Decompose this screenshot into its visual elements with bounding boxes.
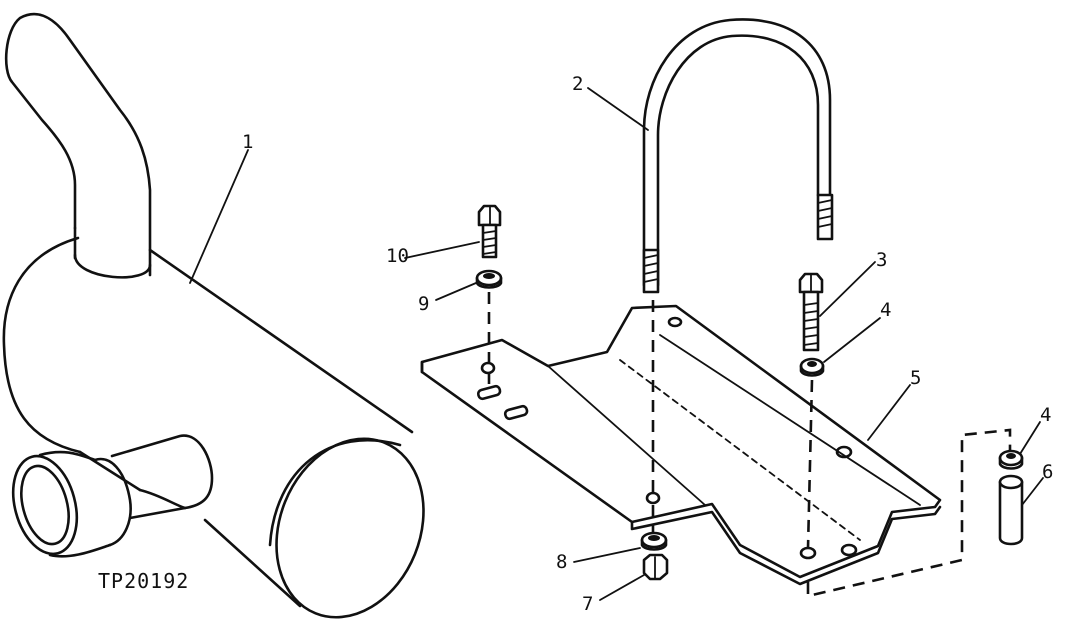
callout-3: 3: [876, 249, 887, 271]
nut-lower: 7: [582, 553, 669, 615]
callout-1: 1: [242, 131, 253, 153]
leader-line-3: [819, 261, 876, 317]
washer-side: 4: [998, 404, 1051, 470]
washer-left: 9: [418, 269, 503, 315]
dashed-connector: [806, 428, 1012, 598]
leader-line-4-upper: [823, 317, 881, 363]
callout-9: 9: [418, 293, 429, 315]
callout-6: 6: [1042, 461, 1053, 483]
leader-line-5: [867, 384, 911, 441]
center-line-right: [806, 379, 814, 549]
leader-line-8: [573, 547, 641, 563]
callout-4-upper: 4: [880, 299, 891, 321]
figure-id: TP20192: [98, 569, 189, 593]
cap-screw-right: 3: [798, 249, 887, 352]
callout-7: 7: [582, 593, 593, 615]
washer-lower: 8: [556, 531, 668, 573]
callout-2: 2: [572, 73, 583, 95]
callout-10: 10: [386, 245, 409, 267]
cap-screw-left: 10: [386, 204, 502, 267]
leader-line-6: [1021, 477, 1044, 506]
callout-5: 5: [910, 367, 921, 389]
callout-8: 8: [556, 551, 567, 573]
leader-line-7: [599, 574, 645, 601]
mounting-bracket: 5: [420, 304, 942, 586]
leader-line-10: [404, 241, 480, 259]
spacer: 6: [998, 461, 1053, 546]
u-bolt: 2: [572, 18, 834, 294]
leader-line-1: [189, 149, 249, 284]
leader-line-2: [587, 87, 649, 131]
muffler: 1: [2, 12, 425, 619]
leader-line-4-side: [1019, 421, 1041, 455]
callout-4-side: 4: [1040, 404, 1051, 426]
washer-upper: 4: [799, 299, 891, 377]
leader-line-9: [435, 282, 477, 301]
